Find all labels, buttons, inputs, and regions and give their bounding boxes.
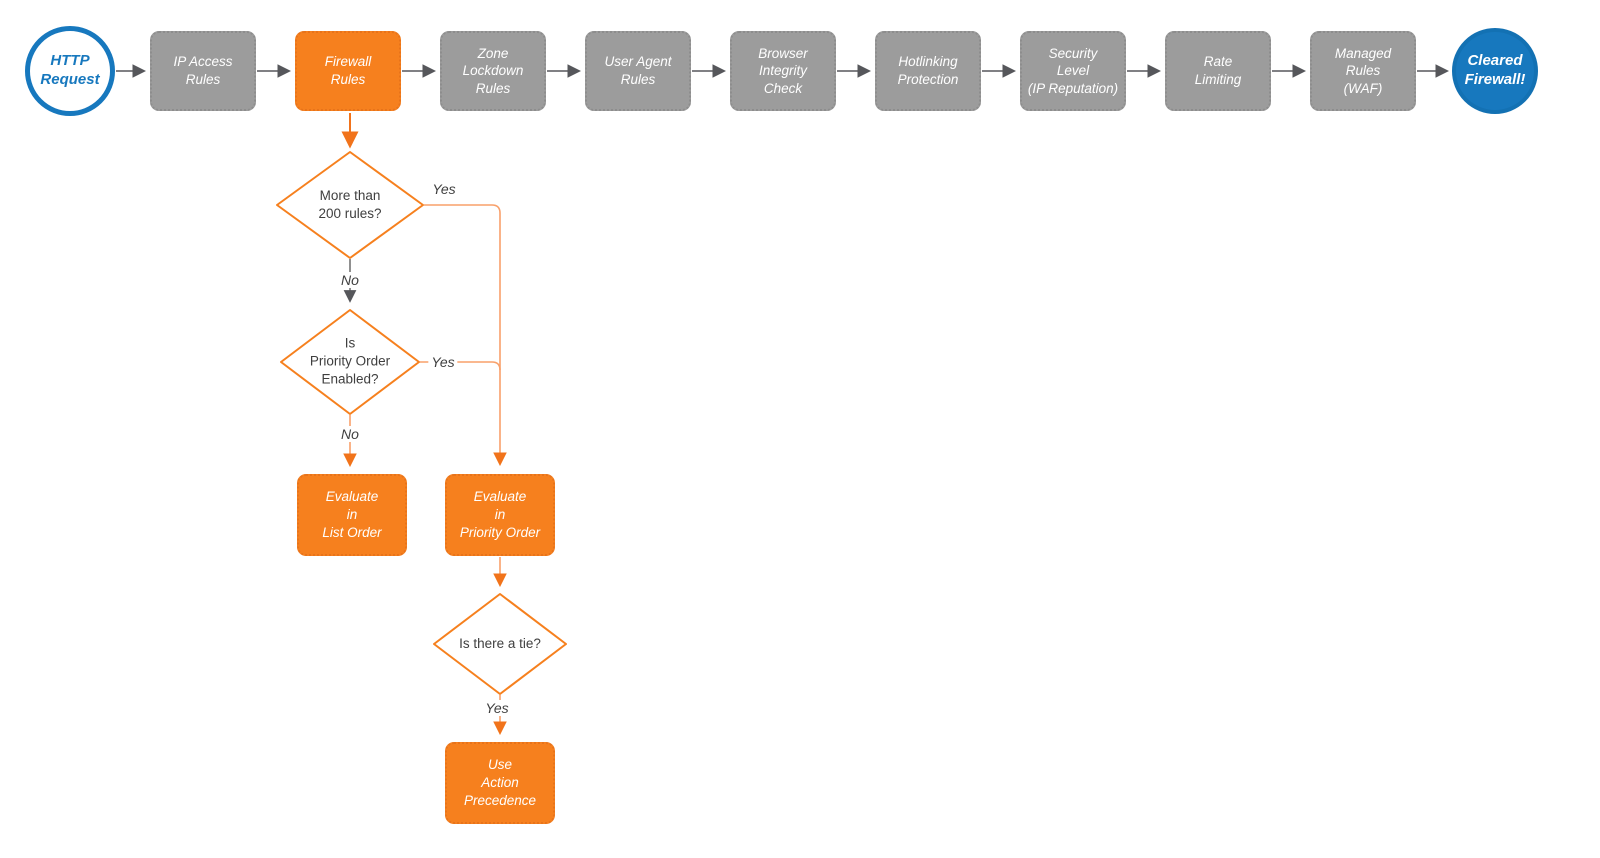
decision-diamond-is-there-a-tie: [433, 593, 567, 695]
end-node-cleared-firewall: Cleared Firewall!: [1452, 28, 1538, 114]
decision-diamond-more-than-200-rules: [276, 151, 424, 259]
edge-label-no-1: No: [338, 272, 362, 288]
edge-label-yes-1: Yes: [432, 181, 456, 197]
stage-label: Security Level (IP Reputation): [1027, 45, 1119, 96]
pipeline-stage-managed-rules-waf: Managed Rules (WAF): [1310, 31, 1416, 111]
stage-label: IP Access Rules: [173, 54, 233, 87]
pipeline-stage-zone-lockdown-rules: Zone Lockdown Rules: [440, 31, 546, 111]
pipeline-stage-firewall-rules: Firewall Rules: [295, 31, 401, 111]
action-evaluate-in-priority-order: Evaluate in Priority Order: [445, 474, 555, 556]
start-node-label: HTTP Request: [40, 52, 100, 88]
action-label: Use Action Precedence: [463, 756, 537, 809]
edge-decision2-yes-join: [420, 361, 501, 371]
action-evaluate-in-list-order: Evaluate in List Order: [297, 474, 407, 556]
stage-label: Hotlinking Protection: [897, 54, 959, 87]
stage-label: Firewall Rules: [324, 54, 372, 87]
end-node-label: Cleared Firewall!: [1464, 52, 1526, 88]
stage-label: User Agent Rules: [604, 54, 672, 87]
decision-diamond-priority-order-enabled: [280, 309, 420, 415]
stage-label: Browser Integrity Check: [758, 45, 808, 96]
pipeline-stage-user-agent-rules: User Agent Rules: [585, 31, 691, 111]
edge-decision1-yes-to-priority-order: [424, 204, 507, 467]
edge-label-no-2: No: [338, 426, 362, 442]
edge-label-yes-2: Yes: [428, 354, 458, 370]
edge-label-yes-3: Yes: [482, 700, 512, 716]
action-use-action-precedence: Use Action Precedence: [445, 742, 555, 824]
action-label: Evaluate in Priority Order: [459, 488, 541, 541]
pipeline-stage-security-level: Security Level (IP Reputation): [1020, 31, 1126, 111]
stage-label: Rate Limiting: [1194, 54, 1242, 87]
start-node-http-request: HTTP Request: [25, 26, 115, 116]
pipeline-stage-hotlinking-protection: Hotlinking Protection: [875, 31, 981, 111]
stage-label: Managed Rules (WAF): [1334, 45, 1392, 96]
decision3-text: Is there a tie?: [459, 635, 541, 651]
pipeline-stage-rate-limiting: Rate Limiting: [1165, 31, 1271, 111]
stage-label: Zone Lockdown Rules: [462, 45, 524, 96]
pipeline-stage-ip-access-rules: IP Access Rules: [150, 31, 256, 111]
action-label: Evaluate in List Order: [322, 488, 382, 541]
decision2-text: Is Priority Order Enabled?: [309, 335, 391, 388]
decision1-text: More than 200 rules?: [318, 187, 382, 221]
pipeline-stage-browser-integrity-check: Browser Integrity Check: [730, 31, 836, 111]
